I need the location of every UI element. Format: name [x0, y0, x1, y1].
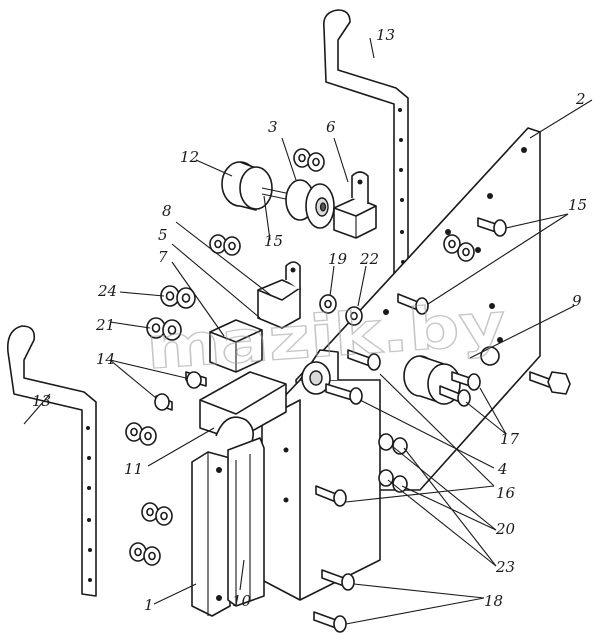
plate-1	[191, 451, 231, 617]
washer-group-3	[293, 148, 325, 172]
callout-17: 17	[500, 430, 520, 448]
bolts-17	[439, 371, 481, 407]
callout-14: 14	[96, 350, 115, 368]
callout-13-top: 13	[376, 26, 395, 44]
callout-18: 18	[484, 592, 503, 610]
callout-8: 8	[162, 202, 172, 220]
callout-7: 7	[158, 248, 168, 266]
leader-lines	[23, 37, 593, 625]
callout-11: 11	[124, 460, 143, 478]
callout-4: 4	[497, 460, 508, 478]
callout-15-left: 15	[264, 232, 283, 250]
nuts-20-23	[378, 433, 408, 493]
callout-16: 16	[496, 484, 516, 502]
screw-15-upper	[477, 217, 507, 237]
bracket-13-right	[322, 9, 409, 289]
callout-23: 23	[495, 558, 515, 576]
screw-18-a	[315, 485, 347, 507]
block-6	[333, 171, 377, 239]
bolts-14	[154, 371, 207, 411]
callout-24: 24	[97, 282, 117, 300]
bracket-11	[199, 371, 287, 447]
relay-block-7	[209, 319, 263, 373]
roller-assembly	[221, 161, 335, 229]
screw-15-lower	[397, 293, 429, 315]
callout-21: 21	[95, 316, 115, 334]
washer-22	[345, 306, 363, 326]
washer-19	[319, 294, 337, 314]
callout-10: 10	[232, 592, 252, 610]
callout-15-right: 15	[568, 196, 587, 214]
screw-18-c	[313, 611, 347, 633]
callout-6: 6	[326, 118, 336, 136]
bracket-13-left	[6, 325, 97, 597]
bolt-near-panel	[347, 349, 381, 371]
screw-18-b	[321, 569, 355, 591]
hex-bolt	[529, 371, 571, 395]
callout-9: 9	[572, 292, 582, 310]
callout-20: 20	[495, 520, 516, 538]
nut-group-panel	[443, 234, 475, 262]
washer-group-left	[146, 234, 241, 341]
nuts-left-bottom	[125, 422, 173, 566]
relay-block-5	[257, 261, 301, 329]
callout-1: 1	[144, 596, 154, 614]
plate-10	[227, 437, 265, 607]
callout-5: 5	[158, 226, 168, 244]
callout-13-left: 13	[32, 392, 51, 410]
callout-22: 22	[359, 250, 379, 268]
callout-12: 12	[180, 148, 199, 166]
bolt-4	[325, 383, 363, 405]
callout-2: 2	[575, 90, 586, 108]
callout-19: 19	[328, 250, 348, 268]
callout-3: 3	[268, 118, 278, 136]
